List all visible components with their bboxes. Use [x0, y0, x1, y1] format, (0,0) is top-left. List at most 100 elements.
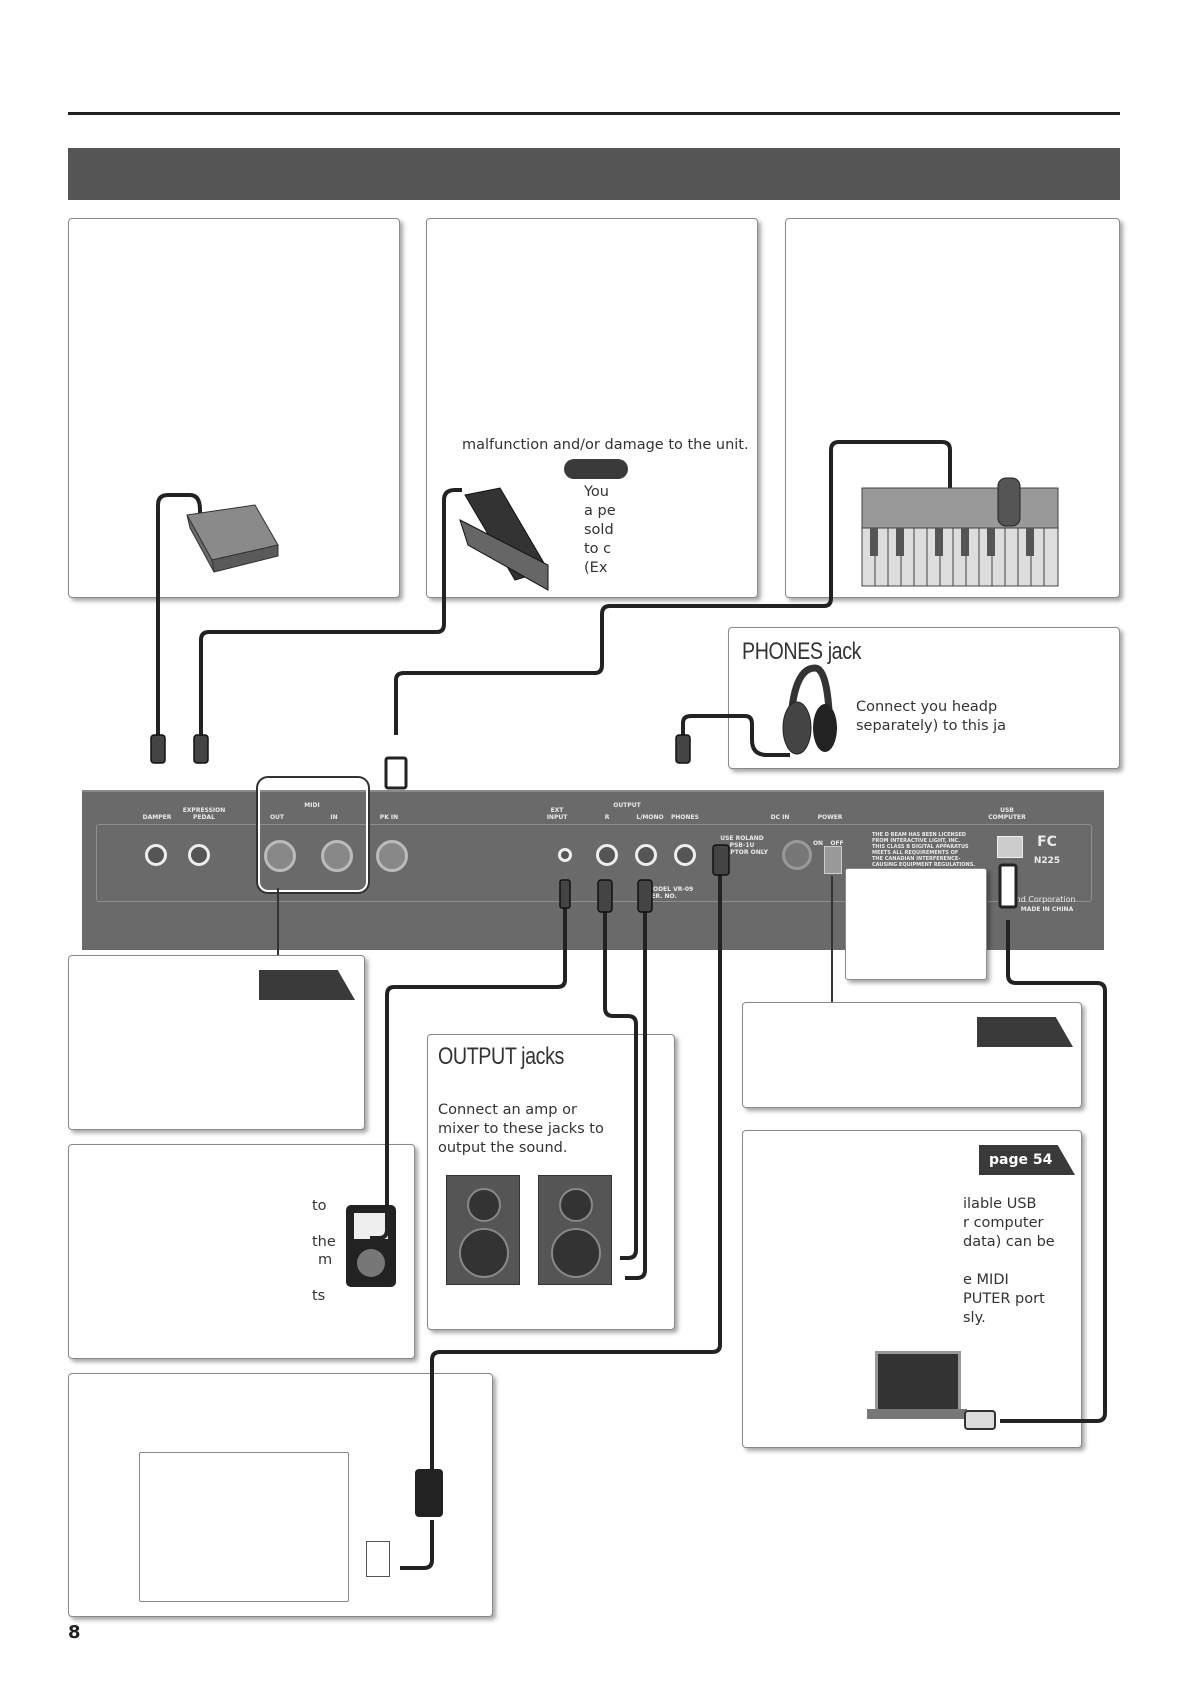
label-line: THIS CLASS B DIGITAL APPARATUS: [872, 844, 969, 850]
dc-in-jack[interactable]: [782, 840, 812, 870]
top-rule: [68, 112, 1120, 115]
ext-fragment: to: [312, 1198, 327, 1214]
note-line: You: [584, 484, 609, 500]
label-line: SER. NO.: [647, 893, 677, 900]
note-line: sold: [584, 522, 614, 538]
off-label: OFF: [830, 840, 844, 847]
page-number: 8: [68, 1622, 81, 1643]
label-line: MEETS ALL REQUIREMENTS OF: [872, 850, 959, 856]
dc-plug-cable: [400, 1520, 434, 1570]
panel-inner: [96, 824, 1092, 902]
output-body: Connect an amp or mixer to these jacks t…: [438, 1101, 604, 1158]
output-label: OUTPUT: [613, 802, 641, 809]
label-line: THE CANADIAN INTERFERENCE-: [872, 856, 961, 862]
power-label: POWER: [817, 814, 843, 821]
midi-label: MIDI: [304, 802, 320, 809]
output-l-jack[interactable]: [635, 844, 657, 866]
label-line: INPUT: [546, 814, 568, 821]
phones-jack[interactable]: [674, 844, 696, 866]
body-line: data) can be: [963, 1234, 1055, 1250]
body-line: Connect an amp or: [438, 1102, 577, 1118]
corp-label: Roland Corporation: [998, 895, 1076, 904]
usb-box: page 54 ilable USB r computer data) can …: [742, 1130, 1082, 1448]
expression-cable: [199, 488, 462, 735]
ext-input-jack[interactable]: [558, 848, 572, 862]
label-line: CAUSING EQUIPMENT REGULATIONS.: [872, 862, 976, 868]
section-header-bar: [68, 148, 1120, 200]
note-line: (Ex: [584, 560, 608, 576]
label-line: MODEL VR-09: [647, 886, 694, 893]
usb-page-link[interactable]: page 54: [979, 1145, 1075, 1175]
midi-in-label: IN: [330, 814, 338, 821]
dc-cable: [430, 870, 722, 1470]
made-in-label: MADE IN CHINA: [1020, 906, 1074, 913]
label-line: PSB-1U: [729, 842, 755, 849]
ext-input-cable: [370, 905, 567, 1240]
expression-jack[interactable]: [188, 844, 210, 866]
output-l-label: L/MONO: [636, 814, 664, 821]
ext-fragment: the: [312, 1234, 336, 1250]
midi-in-port[interactable]: [321, 840, 353, 872]
body-line: sly.: [963, 1310, 986, 1326]
fc-mark: FC: [1037, 834, 1057, 850]
pk-in-port[interactable]: [376, 840, 408, 872]
damper-pedal-icon: [186, 504, 279, 573]
pk-in-label: PK IN: [379, 814, 399, 821]
laptop-base-icon: [867, 1409, 967, 1419]
output-l-cable: [625, 910, 647, 1280]
expression-pedal-icon: [459, 487, 549, 591]
label-line: USE ROLAND: [720, 835, 764, 842]
midi-highlight-frame: [256, 776, 370, 894]
dc-in-label: DC IN: [770, 814, 790, 821]
usb-plug: [998, 863, 1018, 909]
label-line: EXPRESSION: [182, 807, 226, 814]
label-line: PEDAL: [193, 814, 215, 821]
usb-port[interactable]: [997, 836, 1023, 858]
damper-cable: [156, 493, 202, 735]
output-r-jack[interactable]: [596, 844, 618, 866]
label-line: EXT: [550, 807, 564, 814]
n225-mark: N225: [1033, 856, 1061, 866]
label-line: USB: [1000, 807, 1014, 814]
midi-tag: [259, 970, 355, 1000]
body-line: PUTER port: [963, 1291, 1045, 1307]
speaker-left-icon: [446, 1175, 520, 1285]
body-line: mixer to these jacks to: [438, 1121, 604, 1137]
note-line: to c: [584, 541, 612, 557]
midi-out-port[interactable]: [264, 840, 296, 872]
ext-fragment: ts: [312, 1288, 326, 1304]
label-line: THE D BEAM HAS BEEN LICENSED: [872, 832, 966, 838]
usb-connector-icon: [964, 1410, 996, 1430]
power-switch[interactable]: [824, 846, 842, 874]
phones-body: Connect you headp separately) to this ja: [856, 698, 1006, 736]
pk-in-plug: [384, 756, 408, 790]
body-line: output the sound.: [438, 1140, 568, 1156]
outlet-icon: [366, 1541, 390, 1577]
adaptor-callout: [139, 1452, 349, 1602]
output-l-plug: [637, 879, 653, 913]
body-line: separately) to this ja: [856, 718, 1007, 734]
phones-plug: [675, 734, 691, 764]
dc-plug: [712, 844, 730, 876]
expression-plug: [193, 734, 209, 764]
output-r-label: R: [604, 814, 610, 821]
label-line: COMPUTER: [988, 814, 1026, 821]
power-tag: [977, 1017, 1073, 1047]
midi-out-label: OUT: [269, 814, 285, 821]
body-line: r computer: [963, 1215, 1044, 1231]
midi-box: [68, 955, 365, 1130]
ac-adaptor-icon: [415, 1469, 443, 1517]
note-badge: [564, 459, 628, 479]
damper-jack[interactable]: [145, 844, 167, 866]
usb-body: ilable USB r computer data) can be e MID…: [963, 1195, 1055, 1328]
on-label: ON: [812, 840, 824, 847]
pedal-note-text: You a pe sold to c (Ex: [584, 483, 616, 578]
label-line: FROM INTERACTIVE LIGHT, INC.: [872, 838, 961, 844]
usb-cable: [1000, 920, 1107, 1423]
damper-label: DAMPER: [142, 814, 172, 821]
